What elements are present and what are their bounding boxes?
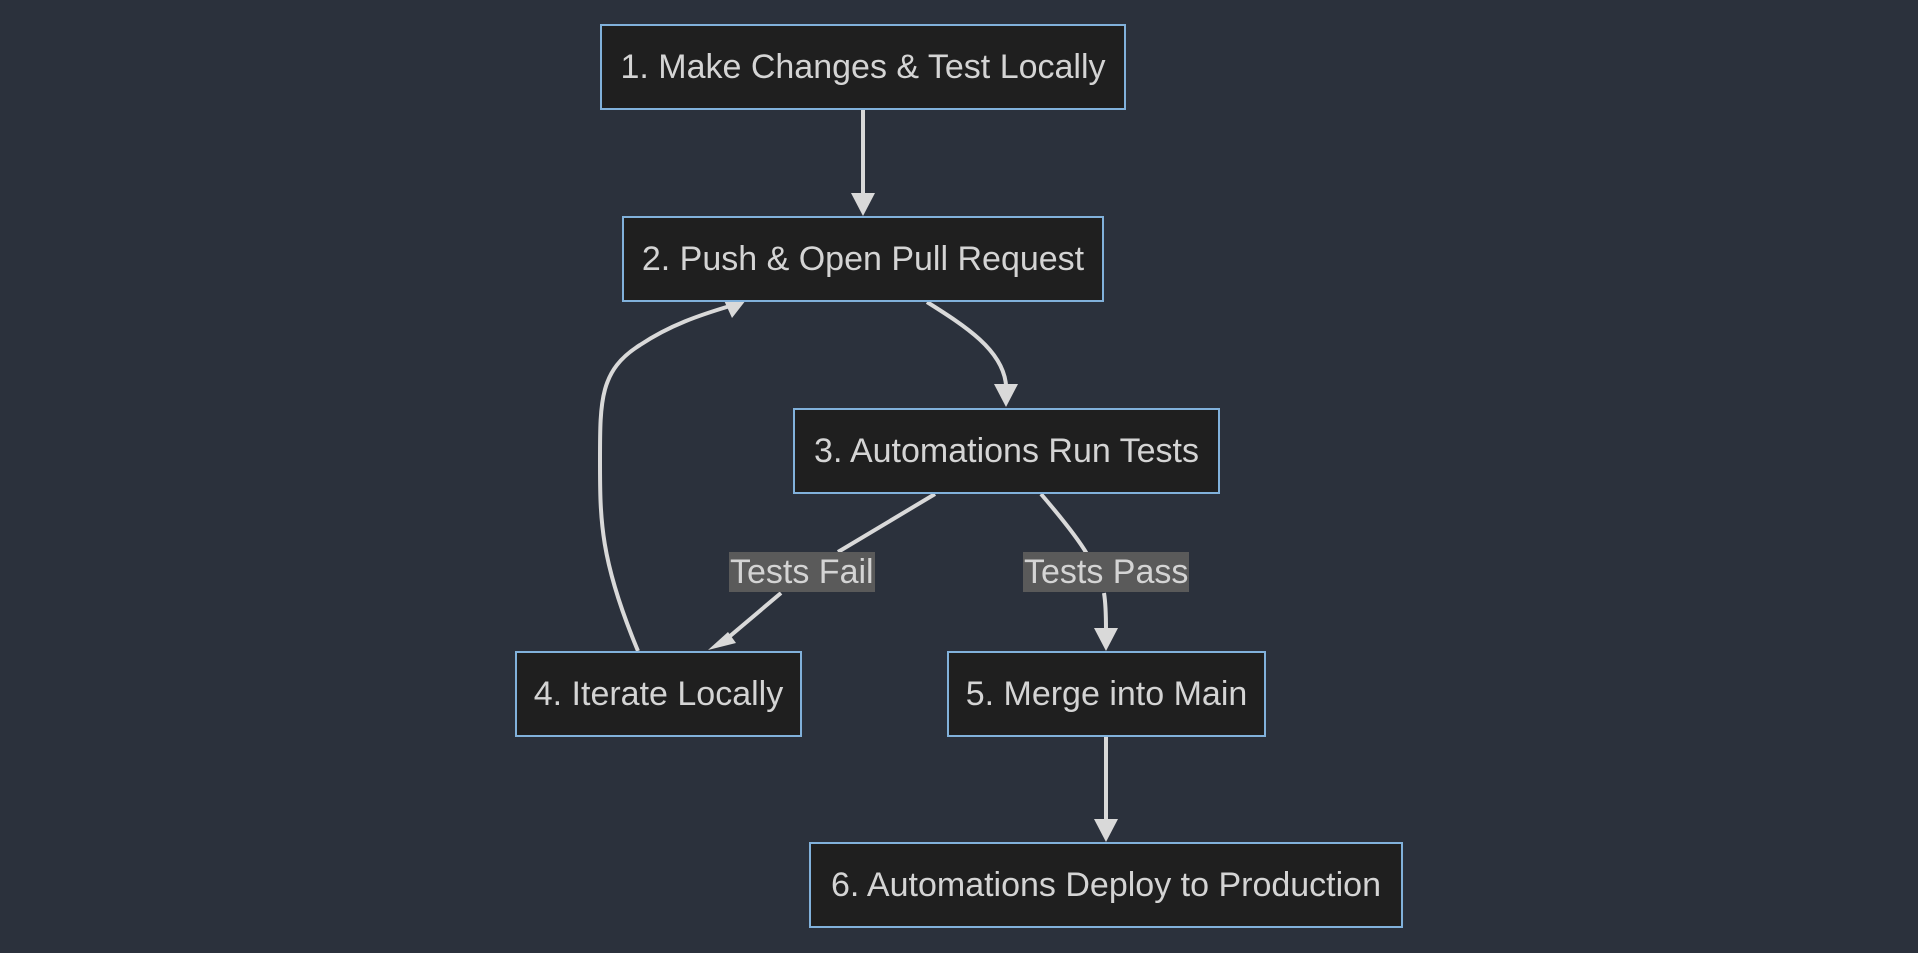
edge-label-tests-fail: Tests Fail [729, 552, 875, 592]
node-iterate-locally: 4. Iterate Locally [515, 651, 802, 737]
arrowhead-2-to-3 [994, 384, 1018, 407]
node-automations-run-tests: 3. Automations Run Tests [793, 408, 1220, 494]
arrowhead-5-to-6 [1094, 819, 1118, 842]
edge-2-to-3 [925, 300, 1008, 386]
node-label: 5. Merge into Main [965, 674, 1248, 713]
node-push-open-pr: 2. Push & Open Pull Request [622, 216, 1104, 302]
node-label: 1. Make Changes & Test Locally [620, 47, 1106, 86]
arrowhead-3-to-5 [1094, 628, 1118, 651]
node-label: 2. Push & Open Pull Request [641, 239, 1085, 278]
node-label: 6. Automations Deploy to Production [831, 865, 1381, 904]
edge-4-to-2 [598, 304, 731, 652]
node-make-changes: 1. Make Changes & Test Locally [600, 24, 1126, 110]
arrowhead-1-to-2 [851, 193, 875, 216]
edge-3-to-5 [1039, 492, 1108, 631]
arrowhead-3-to-4 [708, 632, 736, 650]
node-label: 4. Iterate Locally [533, 674, 784, 713]
node-label: 3. Automations Run Tests [814, 431, 1199, 470]
edge-3-to-4 [721, 492, 937, 644]
node-merge-into-main: 5. Merge into Main [947, 651, 1266, 737]
node-deploy-to-production: 6. Automations Deploy to Production [809, 842, 1403, 928]
edge-label-tests-pass: Tests Pass [1023, 552, 1190, 592]
